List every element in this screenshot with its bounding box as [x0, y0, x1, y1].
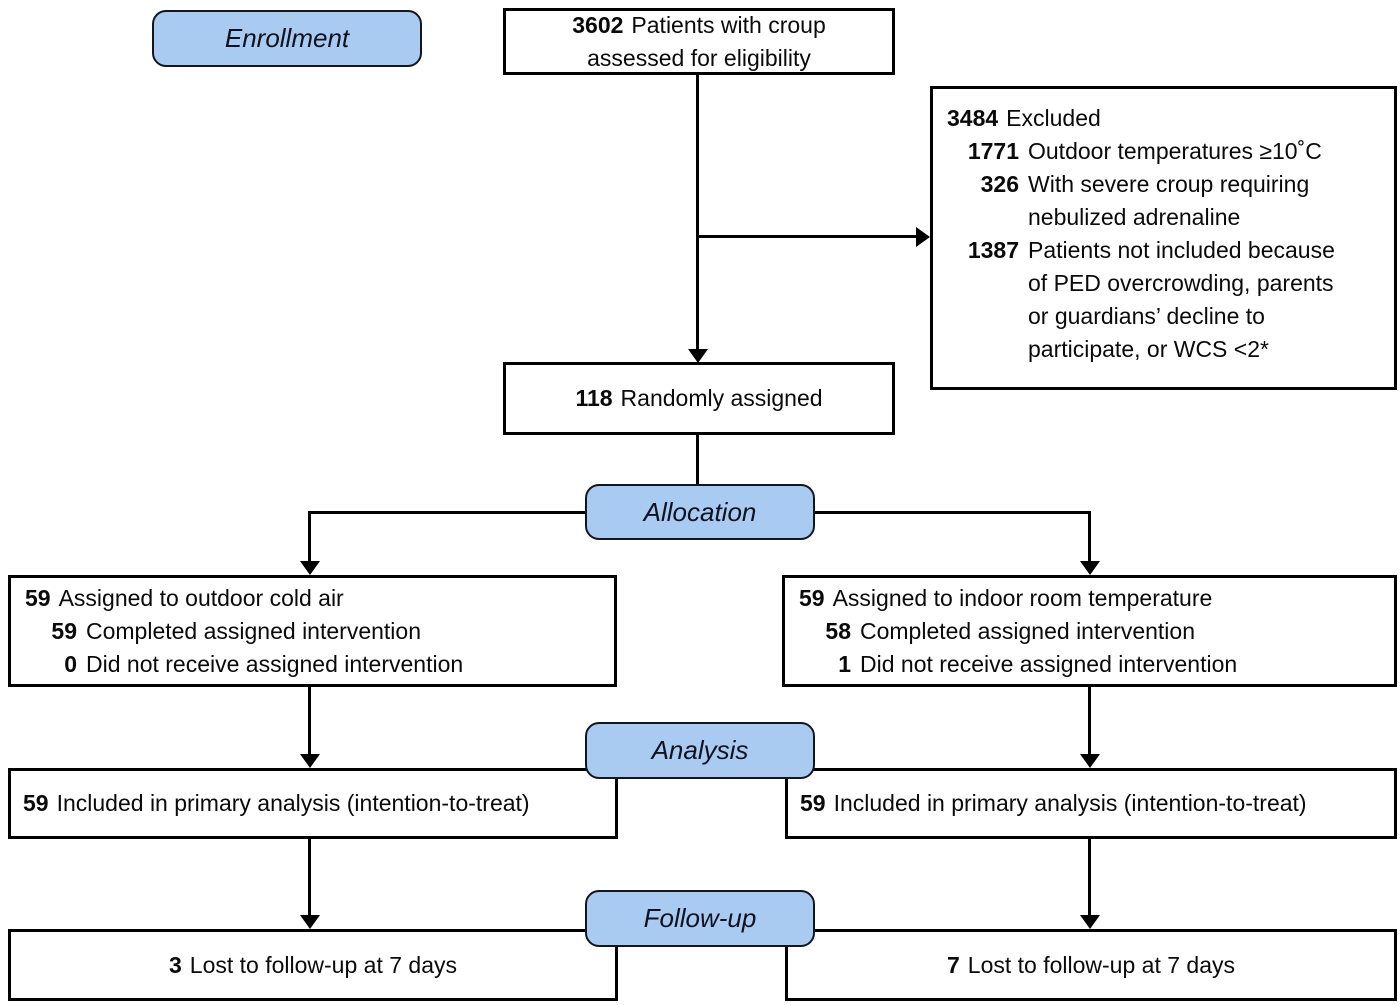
stage-badge-followup: Follow-up: [585, 890, 815, 947]
item-text: Did not receive assigned intervention: [860, 650, 1238, 677]
item-text: Completed assigned intervention: [860, 617, 1195, 644]
arrowhead-into-excluded: [916, 227, 930, 247]
stage-label-enrollment: Enrollment: [224, 23, 350, 53]
arrowhead-into-followup-left: [300, 915, 320, 929]
excluded-reason: 1771 Outdoor temperatures ≥10˚C: [947, 135, 1380, 168]
excluded-count: 3484: [947, 105, 999, 131]
box-followup-outdoor: 3 Lost to follow-up at 7 days: [8, 929, 618, 1001]
randomized-label: Randomly assigned: [620, 385, 823, 411]
box-excluded: 3484 Excluded 1771 Outdoor temperatures ≥…: [930, 86, 1397, 390]
excluded-reason: 326 With severe croup requiring nebulize…: [947, 168, 1380, 234]
analysis-left-text: Included in primary analysis (intention-…: [56, 790, 530, 816]
arrowhead-into-randomized: [688, 349, 708, 363]
arrowhead-into-analysis-left: [300, 754, 320, 768]
followup-right-count: 7: [946, 951, 960, 978]
stage-label-allocation: Allocation: [643, 496, 757, 527]
arrowhead-into-followup-right: [1080, 915, 1100, 929]
randomized-count: 118: [575, 385, 613, 411]
allocation-left-header: 59 Assigned to outdoor cold air: [25, 582, 600, 615]
eligibility-line-1: 3602 Patients with croup: [572, 9, 826, 42]
randomized-line: 118 Randomly assigned: [575, 382, 822, 415]
arrowhead-into-analysis-right: [1080, 754, 1100, 768]
allocation-right-item: 1 Did not receive assigned intervention: [799, 648, 1380, 681]
box-followup-indoor: 7 Lost to follow-up at 7 days: [785, 929, 1397, 1001]
stage-label-analysis: Analysis: [651, 735, 749, 765]
connector-followup-left: [308, 838, 311, 917]
allocation-left-item: 59 Completed assigned intervention: [25, 615, 600, 648]
allocation-right-item: 58 Completed assigned intervention: [799, 615, 1380, 648]
eligibility-line-2: assessed for eligibility: [587, 44, 811, 71]
connector-allocation-right: [1088, 513, 1091, 563]
item-text: Completed assigned intervention: [86, 617, 421, 644]
connector-branch-to-excluded: [697, 235, 918, 238]
item-count: 0: [64, 650, 77, 677]
eligibility-text-1: Patients with croup: [631, 11, 826, 38]
stage-badge-allocation: Allocation: [585, 484, 815, 540]
reason-text: Outdoor temperatures ≥10˚C: [1028, 138, 1322, 164]
allocation-right-count: 59: [799, 584, 825, 611]
reason-count: 1387: [967, 237, 1019, 263]
allocation-left-label: Assigned to outdoor cold air: [58, 584, 344, 611]
followup-left-count: 3: [168, 951, 182, 978]
followup-right-text: Lost to follow-up at 7 days: [967, 951, 1235, 978]
allocation-right-label: Assigned to indoor room temperature: [832, 584, 1213, 611]
analysis-right-text: Included in primary analysis (intention-…: [833, 790, 1307, 816]
box-assessed-for-eligibility: 3602 Patients with croup assessed for eli…: [503, 8, 895, 75]
connector-allocation-left: [308, 513, 311, 563]
item-count: 1: [838, 650, 851, 677]
excluded-header: 3484 Excluded: [947, 102, 1380, 135]
stage-label-followup: Follow-up: [643, 903, 757, 933]
analysis-right-count: 59: [800, 790, 826, 816]
box-analysis-indoor: 59 Included in primary analysis (intentio…: [785, 768, 1397, 839]
stage-badge-enrollment: Enrollment: [152, 10, 422, 67]
stage-badge-analysis: Analysis: [585, 722, 815, 779]
item-count: 59: [51, 617, 77, 644]
analysis-left-count: 59: [23, 790, 49, 816]
followup-left-text: Lost to follow-up at 7 days: [189, 951, 457, 978]
box-allocation-indoor: 59 Assigned to indoor room temperature 58…: [782, 575, 1397, 687]
allocation-left-item: 0 Did not receive assigned intervention: [25, 648, 600, 681]
followup-left-line: 3 Lost to follow-up at 7 days: [169, 949, 457, 982]
box-allocation-outdoor: 59 Assigned to outdoor cold air 59 Comple…: [8, 575, 617, 687]
item-text: Did not receive assigned intervention: [86, 650, 464, 677]
reason-count: 1771: [967, 138, 1019, 164]
excluded-reason: 1387 Patients not included because of PE…: [947, 234, 1380, 366]
arrowhead-into-allocation-left: [300, 561, 320, 575]
connector-analysis-right: [1088, 686, 1091, 756]
connector-randomized-to-allocation: [696, 434, 699, 487]
reason-text: Patients not included because of PED ove…: [1028, 237, 1335, 362]
excluded-label: Excluded: [1006, 105, 1101, 131]
followup-right-line: 7 Lost to follow-up at 7 days: [947, 949, 1235, 982]
reason-count: 326: [980, 171, 1019, 197]
allocation-left-count: 59: [25, 584, 51, 611]
arrowhead-into-allocation-right: [1080, 561, 1100, 575]
box-analysis-outdoor: 59 Included in primary analysis (intentio…: [8, 768, 618, 839]
box-randomly-assigned: 118 Randomly assigned: [503, 362, 895, 435]
connector-analysis-left: [308, 686, 311, 756]
connector-followup-right: [1088, 838, 1091, 917]
item-count: 58: [825, 617, 851, 644]
reason-text: With severe croup requiring nebulized ad…: [1028, 171, 1310, 230]
eligibility-count: 3602: [572, 11, 624, 38]
connector-eligibility-to-randomized: [696, 74, 699, 354]
allocation-right-header: 59 Assigned to indoor room temperature: [799, 582, 1380, 615]
